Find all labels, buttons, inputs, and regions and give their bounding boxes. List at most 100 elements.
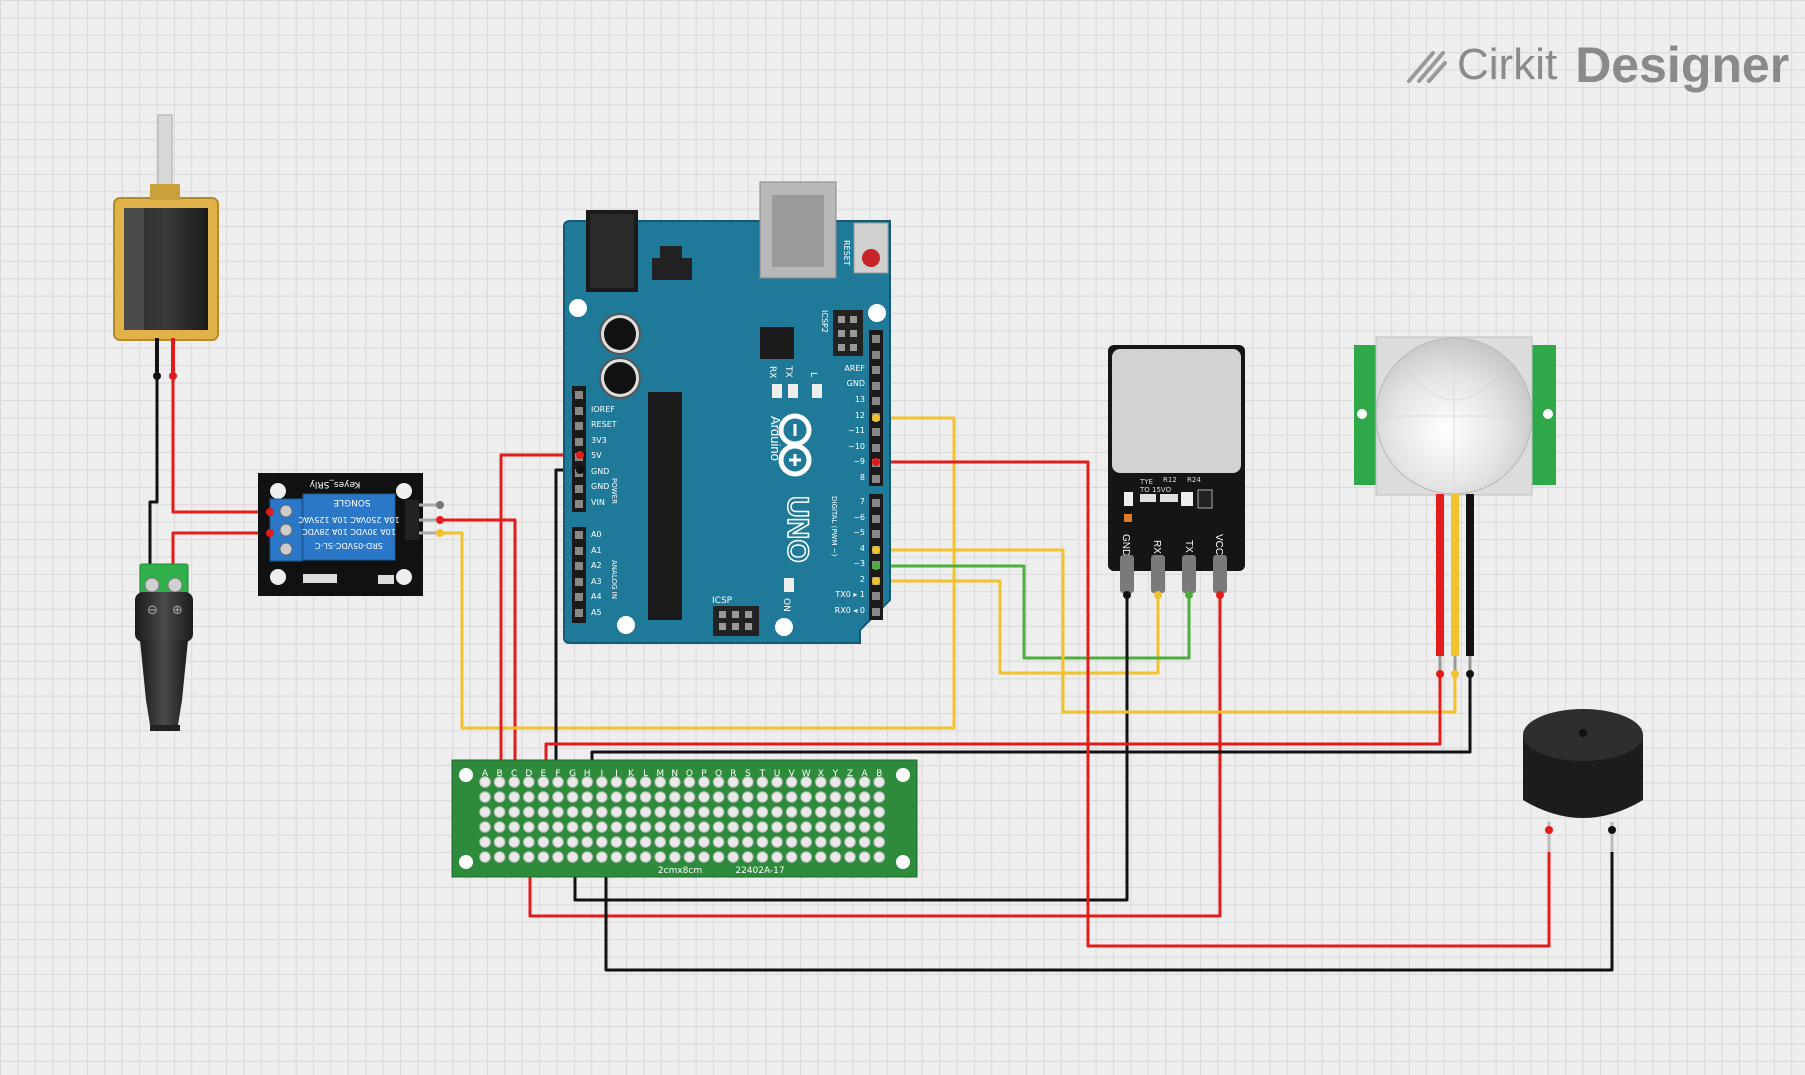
perfboard-hole[interactable] <box>508 821 521 833</box>
perfboard-hole[interactable] <box>785 776 798 788</box>
perfboard-hole[interactable] <box>756 776 769 788</box>
perfboard-hole[interactable] <box>523 836 535 848</box>
perfboard-hole[interactable] <box>756 806 769 818</box>
perfboard-hole[interactable] <box>683 776 696 788</box>
perfboard-hole[interactable] <box>552 836 564 848</box>
perfboard-hole[interactable] <box>596 806 608 818</box>
perfboard-hole[interactable] <box>727 836 740 848</box>
perfboard-hole[interactable] <box>552 851 564 863</box>
perfboard-hole[interactable] <box>566 791 579 803</box>
perfboard-hole[interactable] <box>610 851 623 863</box>
perfboard-hole[interactable] <box>669 806 681 818</box>
perfboard-hole[interactable] <box>639 806 652 818</box>
perfboard-hole[interactable] <box>858 821 871 833</box>
perfboard-hole[interactable] <box>683 821 696 833</box>
perfboard-hole[interactable] <box>712 851 725 863</box>
perfboard-hole[interactable] <box>829 776 842 788</box>
perfboard-hole[interactable] <box>800 851 813 863</box>
perfboard-hole[interactable] <box>771 836 783 848</box>
perfboard-hole[interactable] <box>683 806 696 818</box>
perfboard-hole[interactable] <box>683 836 696 848</box>
perfboard-hole[interactable] <box>742 851 754 863</box>
perfboard-hole[interactable] <box>596 791 608 803</box>
perfboard-hole[interactable] <box>523 776 535 788</box>
perfboard-hole[interactable] <box>581 851 594 863</box>
perfboard-hole[interactable] <box>654 776 667 788</box>
perfboard-hole[interactable] <box>771 821 783 833</box>
perfboard-hole[interactable] <box>610 791 623 803</box>
rfid-reader[interactable]: TYE R12 R24 TO 15VO GND RX TX VCC <box>1108 345 1245 599</box>
wire-solenoid-red[interactable] <box>171 343 272 514</box>
perfboard-hole[interactable] <box>800 836 813 848</box>
perfboard-hole[interactable] <box>742 836 754 848</box>
perfboard-hole[interactable] <box>669 821 681 833</box>
perfboard-hole[interactable] <box>771 806 783 818</box>
perfboard-hole[interactable] <box>493 791 506 803</box>
perfboard-hole[interactable] <box>873 821 886 833</box>
solenoid-lock[interactable] <box>113 114 219 380</box>
perfboard-hole[interactable] <box>712 836 725 848</box>
perfboard-hole[interactable] <box>756 836 769 848</box>
perfboard-hole[interactable] <box>742 791 754 803</box>
perfboard-hole[interactable] <box>669 791 681 803</box>
perfboard-hole[interactable] <box>698 851 710 863</box>
perfboard-hole[interactable] <box>610 821 623 833</box>
perfboard-hole[interactable] <box>873 851 886 863</box>
perfboard-hole[interactable] <box>508 851 521 863</box>
perfboard-hole[interactable] <box>683 851 696 863</box>
perfboard-hole[interactable] <box>654 821 667 833</box>
perfboard-hole[interactable] <box>800 776 813 788</box>
pir-sensor[interactable] <box>1354 336 1556 678</box>
perfboard-hole[interactable] <box>844 851 856 863</box>
perfboard-hole[interactable] <box>712 776 725 788</box>
perfboard-hole[interactable] <box>552 821 564 833</box>
buzzer[interactable] <box>1523 709 1643 852</box>
perfboard-hole[interactable] <box>566 776 579 788</box>
wire-pin9-buzzer[interactable] <box>874 460 1551 948</box>
perfboard-hole[interactable] <box>654 806 667 818</box>
perfboard-hole[interactable] <box>712 806 725 818</box>
perfboard-hole[interactable] <box>742 821 754 833</box>
perfboard-hole[interactable] <box>537 851 550 863</box>
perfboard-hole[interactable] <box>858 776 871 788</box>
perfboard-hole[interactable] <box>742 806 754 818</box>
dc-barrel-jack[interactable]: ⊖ ⊕ <box>135 563 193 731</box>
perfboard-hole[interactable] <box>669 851 681 863</box>
perfboard-hole[interactable] <box>829 821 842 833</box>
perfboard-hole[interactable] <box>785 791 798 803</box>
perfboard-hole[interactable] <box>727 821 740 833</box>
perfboard-hole[interactable] <box>756 791 769 803</box>
wire-relay-signal[interactable] <box>438 416 956 730</box>
perfboard-hole[interactable] <box>844 836 856 848</box>
arduino-uno[interactable]: RESET ICSP2 TX RX L <box>563 181 891 644</box>
perfboard-hole[interactable] <box>581 836 594 848</box>
wire-pin3-tx[interactable] <box>874 564 1191 660</box>
perfboard-hole[interactable] <box>625 776 637 788</box>
perfboard-hole[interactable] <box>493 821 506 833</box>
perfboard-hole[interactable] <box>727 806 740 818</box>
perfboard-hole[interactable] <box>523 806 535 818</box>
relay-module[interactable]: Keyes_SRly SONGLE 10A 250VAC 10A 125VAC … <box>258 473 444 596</box>
perfboard-hole[interactable] <box>829 836 842 848</box>
wire-arduino-5v[interactable] <box>499 453 582 784</box>
perfboard-hole[interactable] <box>815 791 827 803</box>
perfboard-hole[interactable] <box>815 851 827 863</box>
wire-relay-vcc[interactable] <box>438 518 517 784</box>
perfboard-hole[interactable] <box>654 836 667 848</box>
perfboard-hole[interactable] <box>581 806 594 818</box>
perfboard-hole[interactable] <box>566 806 579 818</box>
perfboard-hole[interactable] <box>610 836 623 848</box>
perfboard-hole[interactable] <box>654 851 667 863</box>
perfboard-hole[interactable] <box>858 836 871 848</box>
perfboard-hole[interactable] <box>596 821 608 833</box>
perfboard-hole[interactable] <box>844 821 856 833</box>
perfboard-hole[interactable] <box>508 791 521 803</box>
perfboard-hole[interactable] <box>479 821 491 833</box>
perfboard-hole[interactable] <box>625 851 637 863</box>
perfboard-hole[interactable] <box>639 851 652 863</box>
perfboard-hole[interactable] <box>566 836 579 848</box>
perfboard-hole[interactable] <box>508 806 521 818</box>
perfboard-hole[interactable] <box>756 821 769 833</box>
perfboard-hole[interactable] <box>844 776 856 788</box>
